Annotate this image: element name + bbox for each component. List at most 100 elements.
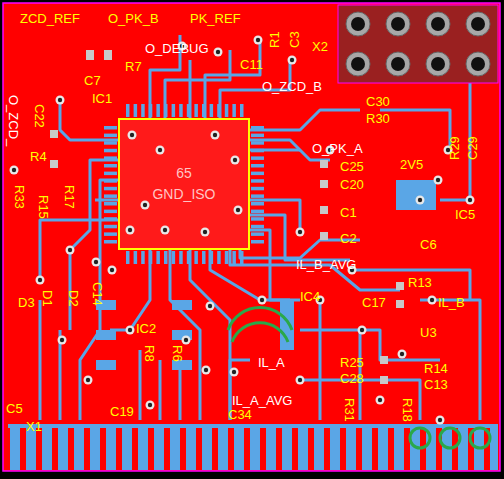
via [206, 302, 215, 311]
pcb-shape [410, 428, 430, 448]
board-outline [3, 3, 500, 471]
via-hole [148, 403, 152, 407]
via [84, 376, 93, 385]
pcb-shape [431, 57, 445, 71]
pcb-shape [386, 52, 410, 76]
via-hole [290, 58, 294, 62]
silkscreen-label: C29 [466, 136, 479, 160]
pin [164, 104, 168, 117]
silkscreen-label: R29 [448, 136, 461, 160]
pin [251, 141, 264, 145]
silkscreen-label: ZCD_REF [20, 12, 80, 25]
pcb-shape [346, 52, 370, 76]
silkscreen-label: C13 [424, 378, 448, 391]
pin [104, 202, 117, 206]
pcb-shape [466, 52, 490, 76]
pcb-shape [319, 300, 322, 420]
via-ring [92, 258, 101, 267]
silkscreen-label: C20 [340, 178, 364, 191]
pin [217, 251, 221, 264]
via [202, 366, 211, 375]
silkscreen-label: R15 [37, 195, 50, 219]
pin [156, 251, 160, 264]
via-hole [232, 370, 236, 374]
smd-pads [50, 50, 404, 384]
edge-connector [8, 424, 498, 470]
via-hole [60, 338, 64, 342]
silkscreen-label: D1 [41, 290, 54, 307]
pad-label: 65 [176, 163, 192, 184]
via-ring [141, 201, 150, 210]
pin [156, 104, 160, 117]
via [10, 166, 19, 175]
pin [141, 104, 145, 117]
pcb-shape [40, 220, 118, 280]
via [436, 416, 445, 425]
via-hole [208, 304, 212, 308]
via-ring [206, 302, 215, 311]
silkscreen-label: X2 [312, 40, 328, 53]
pin [104, 187, 117, 191]
pin [217, 104, 221, 117]
pcb-shape [420, 300, 480, 420]
via [296, 228, 305, 237]
via-ring [296, 376, 305, 385]
pin [202, 251, 206, 264]
via-ring [108, 266, 117, 275]
via-ring [296, 228, 305, 237]
via [428, 296, 437, 305]
pcb-shape [351, 17, 485, 71]
pin [179, 251, 183, 264]
pcb-shape [346, 12, 490, 76]
pin [104, 225, 117, 229]
pin [251, 232, 264, 236]
silkscreen-label: IC5 [455, 208, 475, 221]
silkscreen-label: C3 [288, 31, 301, 48]
silkscreen-label: R25 [340, 356, 364, 369]
silkscreen-label: IC2 [136, 322, 156, 335]
via-ring [234, 206, 243, 215]
pcb-shape [60, 100, 118, 140]
pin [251, 202, 264, 206]
pcb-shape [320, 160, 328, 168]
pcb-shape [190, 250, 230, 420]
via-hole [298, 230, 302, 234]
silkscreen-label: C30 [366, 95, 390, 108]
pcb-shape [338, 5, 498, 83]
pcb-shape [380, 376, 388, 384]
silkscreen-label: R33 [13, 185, 26, 209]
via-ring [201, 228, 210, 237]
pcb-shape [104, 50, 112, 60]
silkscreen-label: O_ZCD_ [7, 95, 20, 146]
pcb-shape [320, 180, 328, 188]
pin [134, 251, 138, 264]
via [230, 368, 239, 377]
via-hole [260, 298, 264, 302]
silkscreen-label: X1 [26, 420, 42, 433]
silkscreen-label: R7 [125, 60, 142, 73]
via-hole [128, 228, 132, 232]
via-hole [128, 328, 132, 332]
pcb-shape [426, 52, 450, 76]
via-ring [128, 131, 137, 140]
via-hole [378, 398, 382, 402]
pcb-shape [170, 250, 200, 420]
via-hole [86, 378, 90, 382]
silkscreen-label: R31 [343, 398, 356, 422]
via-hole [233, 158, 237, 162]
silkscreen-label: O_ZCD_B [262, 80, 322, 93]
copper-traces [40, 35, 480, 420]
silkscreen-label: C2 [340, 232, 357, 245]
pin [104, 156, 117, 160]
silkscreen-label: IL_A_AVG [232, 394, 292, 407]
via-hole [68, 248, 72, 252]
via-hole [184, 338, 188, 342]
pcb-shape [431, 17, 445, 31]
pcb-shape [386, 12, 410, 36]
via-hole [430, 298, 434, 302]
via [58, 336, 67, 345]
pin [240, 104, 244, 117]
pcb-shape [391, 57, 405, 71]
pin [104, 172, 117, 176]
via-ring [258, 296, 267, 305]
